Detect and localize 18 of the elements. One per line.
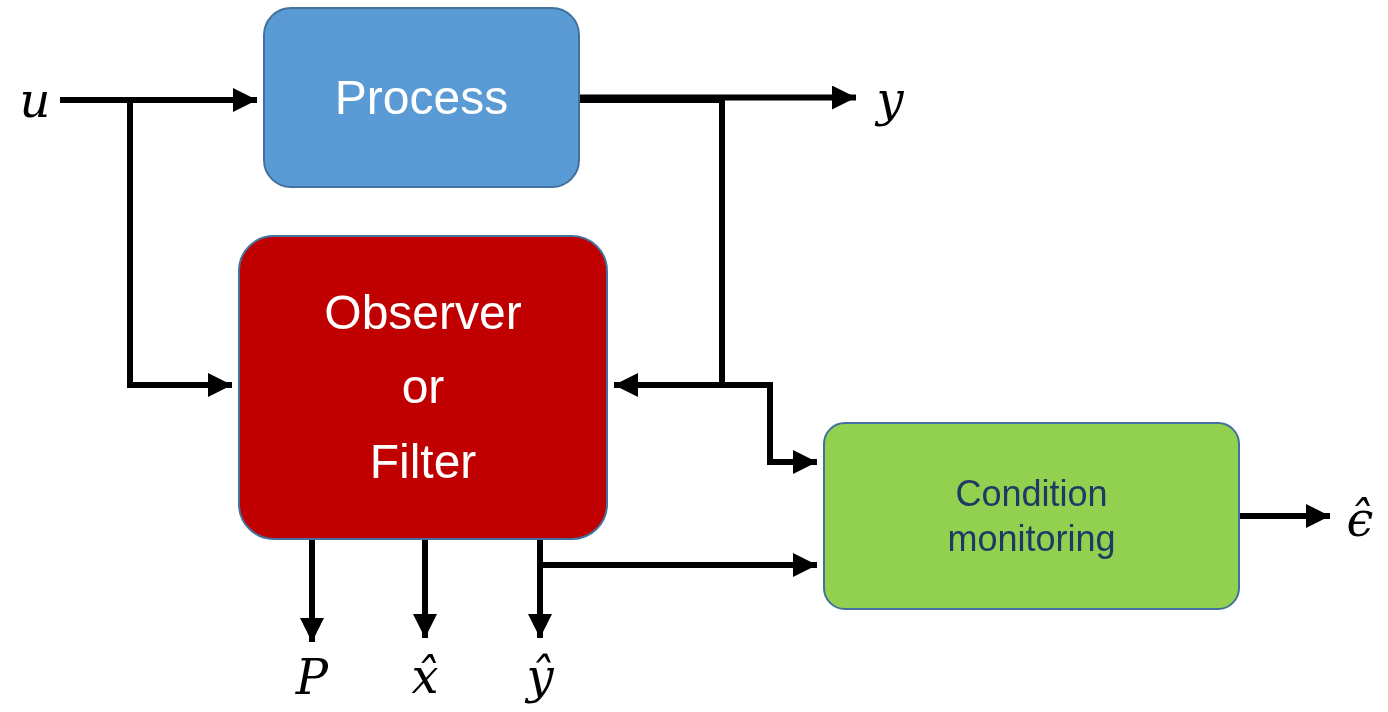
math-symbol: u <box>19 71 51 130</box>
arrow <box>537 540 817 577</box>
arrow <box>413 540 437 638</box>
math-symbol: P <box>295 648 329 707</box>
math-symbol: ϵ̂ <box>1346 490 1374 549</box>
process-box <box>238 235 608 540</box>
math-symbol: y <box>876 70 904 129</box>
monitoring-box <box>823 422 1240 610</box>
box-label: Observer or Filter <box>324 284 522 490</box>
box-label: Process <box>334 69 509 126</box>
process-box <box>263 7 580 188</box>
math-symbol: ŷ <box>526 647 554 706</box>
arrow <box>580 85 856 110</box>
arrow <box>300 540 324 642</box>
box-label: Condition monitoring <box>947 472 1116 561</box>
arrow <box>60 97 232 397</box>
arrow <box>1240 504 1330 528</box>
math-symbol: x̂ <box>411 647 439 706</box>
